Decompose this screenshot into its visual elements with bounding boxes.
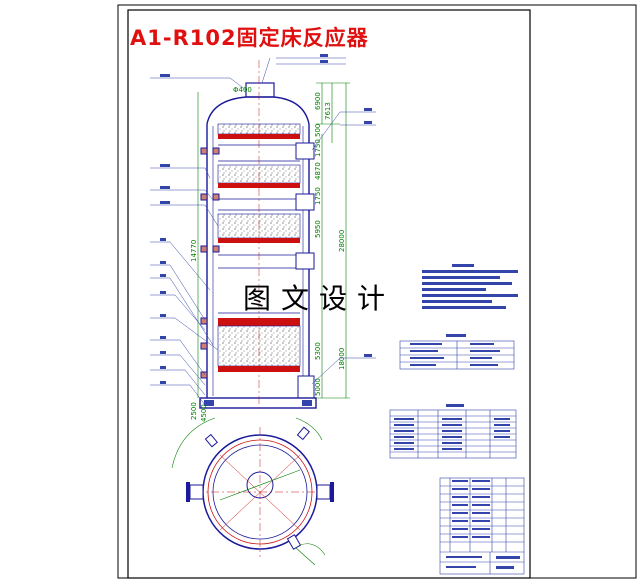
dim-1750-a: 1750 [314,139,322,157]
drawing-title: A1-R102固定床反应器 [130,26,369,50]
dim-1750-b: 1750 [314,187,322,205]
dim-5300: 5300 [314,342,322,360]
side-nozzle-right-1 [295,142,315,160]
dim-top-nozzle: Φ400 [233,86,252,94]
dim-7613: 7613 [324,102,332,120]
leader-lines-left [150,57,376,406]
design-data-table [399,340,515,370]
skirt-base [199,397,317,409]
top-head [206,96,310,125]
dimension-lines [197,82,350,399]
nozzle-table [389,409,517,459]
side-nozzle-right-3 [295,252,315,270]
outlet-nozzle [297,375,315,399]
dim-base-left: 2500 [190,402,198,420]
dim-6900: 6900 [314,92,322,110]
dim-4870: 4870 [314,162,322,180]
dim-18000: 18000 [338,348,346,370]
support-grid-2 [218,183,300,188]
vessel-elevation [199,82,317,409]
dim-5950: 5950 [314,220,322,238]
inner-frame [127,9,531,579]
section-view [171,417,334,566]
side-nozzle-right-2 [295,193,315,211]
dim-base-mid: 4500 [200,404,208,422]
dim-500: 500 [314,124,322,137]
dim-5000: 5000 [314,378,322,396]
dim-28000: 28000 [338,230,346,252]
dim-14770: 14770 [190,240,198,262]
title-block [439,477,525,575]
technical-notes [422,264,518,309]
watermark-text: 图文设计 [243,282,396,315]
